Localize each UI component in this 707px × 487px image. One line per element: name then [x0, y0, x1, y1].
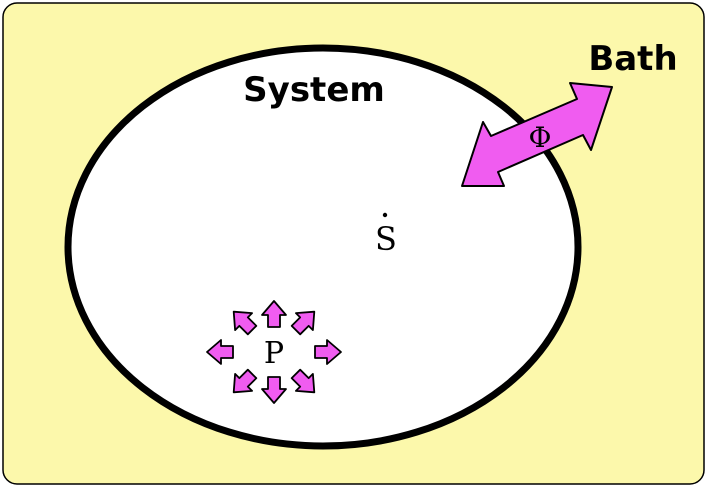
entropy-rate-symbol: S — [375, 220, 397, 258]
flux-double-arrow — [461, 82, 613, 187]
system-label: System — [243, 70, 385, 110]
bath-label: Bath — [588, 39, 677, 79]
system-region — [64, 44, 582, 450]
flux-symbol: Φ — [529, 121, 552, 154]
production-symbol: P — [264, 336, 284, 371]
entropy-rate-dot — [382, 212, 388, 218]
